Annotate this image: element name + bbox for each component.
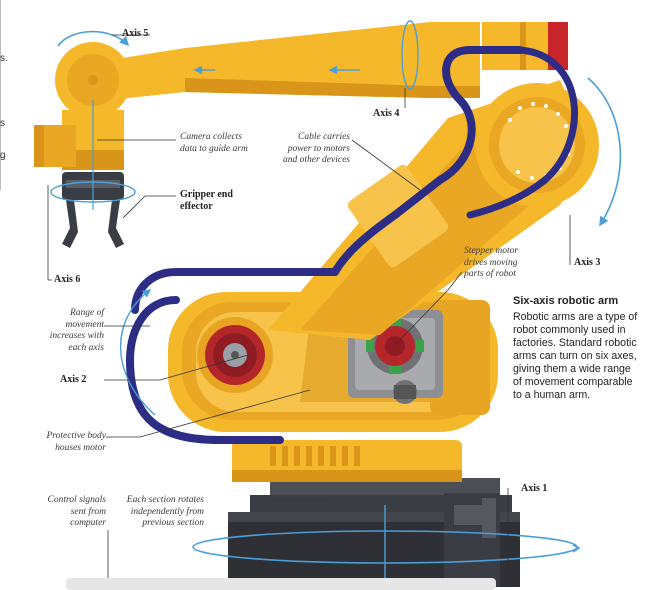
panel-body: Robotic arms are a type of robot commonl… — [513, 311, 641, 402]
panel-title: Six-axis robotic arm — [513, 295, 641, 307]
info-panel: Six-axis robotic arm Robotic arms are a … — [513, 295, 641, 402]
axis-5-label: Axis 5 — [122, 28, 148, 39]
stepper-callout: Stepper motordrives movingparts of robot — [464, 246, 518, 281]
body-callout: Protective bodyhouses motor — [22, 431, 106, 454]
axis-4-label: Axis 4 — [373, 108, 399, 119]
axis-2-label: Axis 2 — [60, 374, 86, 385]
wrist-joint — [34, 32, 131, 170]
section-callout: Each section rotatesindependently frompr… — [112, 495, 204, 530]
upper-arm — [110, 21, 568, 100]
camera-callout: Camera collectsdata to guide arm — [180, 132, 248, 155]
range-callout: Range ofmovementincreases witheach axis — [24, 308, 104, 354]
turntable — [232, 440, 462, 482]
cable-callout: Cable carriespower to motorsand other de… — [262, 132, 350, 167]
gripper-callout: Gripper endeffector — [180, 189, 233, 213]
axis-6-label: Axis 6 — [54, 274, 80, 285]
robot-base — [193, 478, 579, 587]
motor-disc — [197, 317, 273, 393]
axis-1-label: Axis 1 — [521, 483, 547, 494]
control-callout: Control signalssent fromcomputer — [20, 495, 106, 530]
axis-3-label: Axis 3 — [574, 257, 600, 268]
footer-bar — [66, 578, 496, 590]
